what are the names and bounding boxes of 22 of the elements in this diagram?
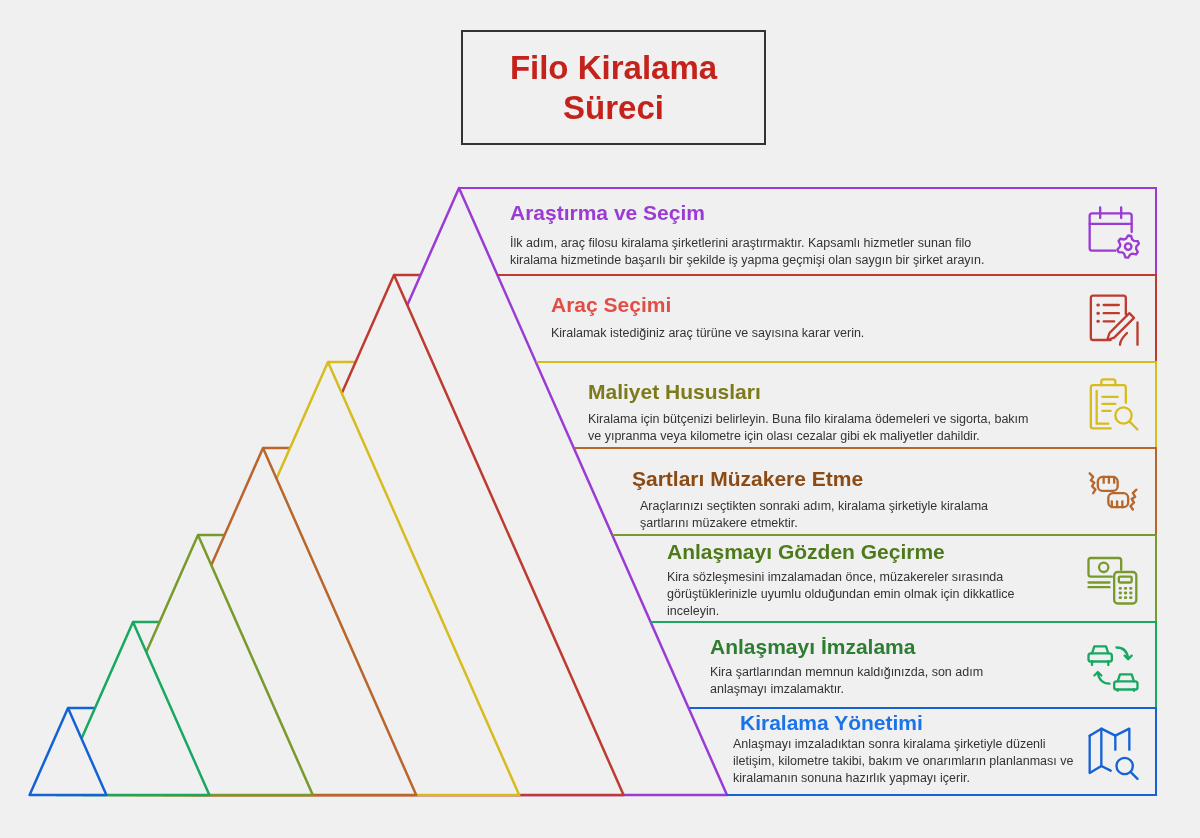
- step-band: [459, 187, 1157, 274]
- step-band: [650, 621, 1157, 707]
- step-band: [536, 361, 1157, 447]
- step-band: [574, 447, 1157, 534]
- step-band: [689, 707, 1157, 796]
- step-heading: Araştırma ve Seçim: [510, 200, 705, 226]
- step-description: Araçlarınızı seçtikten sonraki adım, kiralama şirketiyle kiralama şartlarını müzakere etmektir.: [640, 498, 990, 532]
- step-heading: Maliyet Hususları: [588, 379, 761, 405]
- step-heading: Kiralama Yönetimi: [740, 710, 923, 736]
- step-description: Anlaşmayı imzaladıktan sonra kiralama şirketiyle düzenli iletişim, kilometre takibi, bakım ve onarımların planlanması ve kiralamanın sonuna hazırlık yapmayı içerir.: [733, 736, 1075, 787]
- step-heading: Anlaşmayı İmzalama: [710, 634, 916, 660]
- step-heading: Araç Seçimi: [551, 292, 672, 318]
- step-band: [612, 534, 1157, 621]
- step-description: İlk adım, araç filosu kiralama şirketlerini araştırmaktır. Kapsamlı hizmetler sunan filo kiralama hizmetinde başarılı bir şekilde iş yapma geçmişi olan saygın bir şirket arayın.: [510, 235, 986, 269]
- diagram-title: Filo Kiralama Süreci: [461, 30, 766, 145]
- step-description: Kira şartlarından memnun kaldığınızda, son adım anlaşmayı imzalamaktır.: [710, 664, 985, 698]
- step-description: Kiralamak istediğiniz araç türüne ve sayısına karar verin.: [551, 325, 865, 342]
- step-band: [497, 274, 1157, 361]
- step-heading: Anlaşmayı Gözden Geçirme: [667, 539, 945, 565]
- step-description: Kira sözleşmesini imzalamadan önce, müzakereler sırasında görüştüklerinizle uyumlu olduğundan emin olmak için dikkatlice inceleyin.: [667, 569, 1016, 620]
- step-description: Kiralama için bütçenizi belirleyin. Buna filo kiralama ödemeleri ve sigorta, bakım ve yıpranma veya kilometre için olası cezalar gibi ek maliyetler dahildir.: [588, 411, 1030, 445]
- step-heading: Şartları Müzakere Etme: [632, 466, 864, 492]
